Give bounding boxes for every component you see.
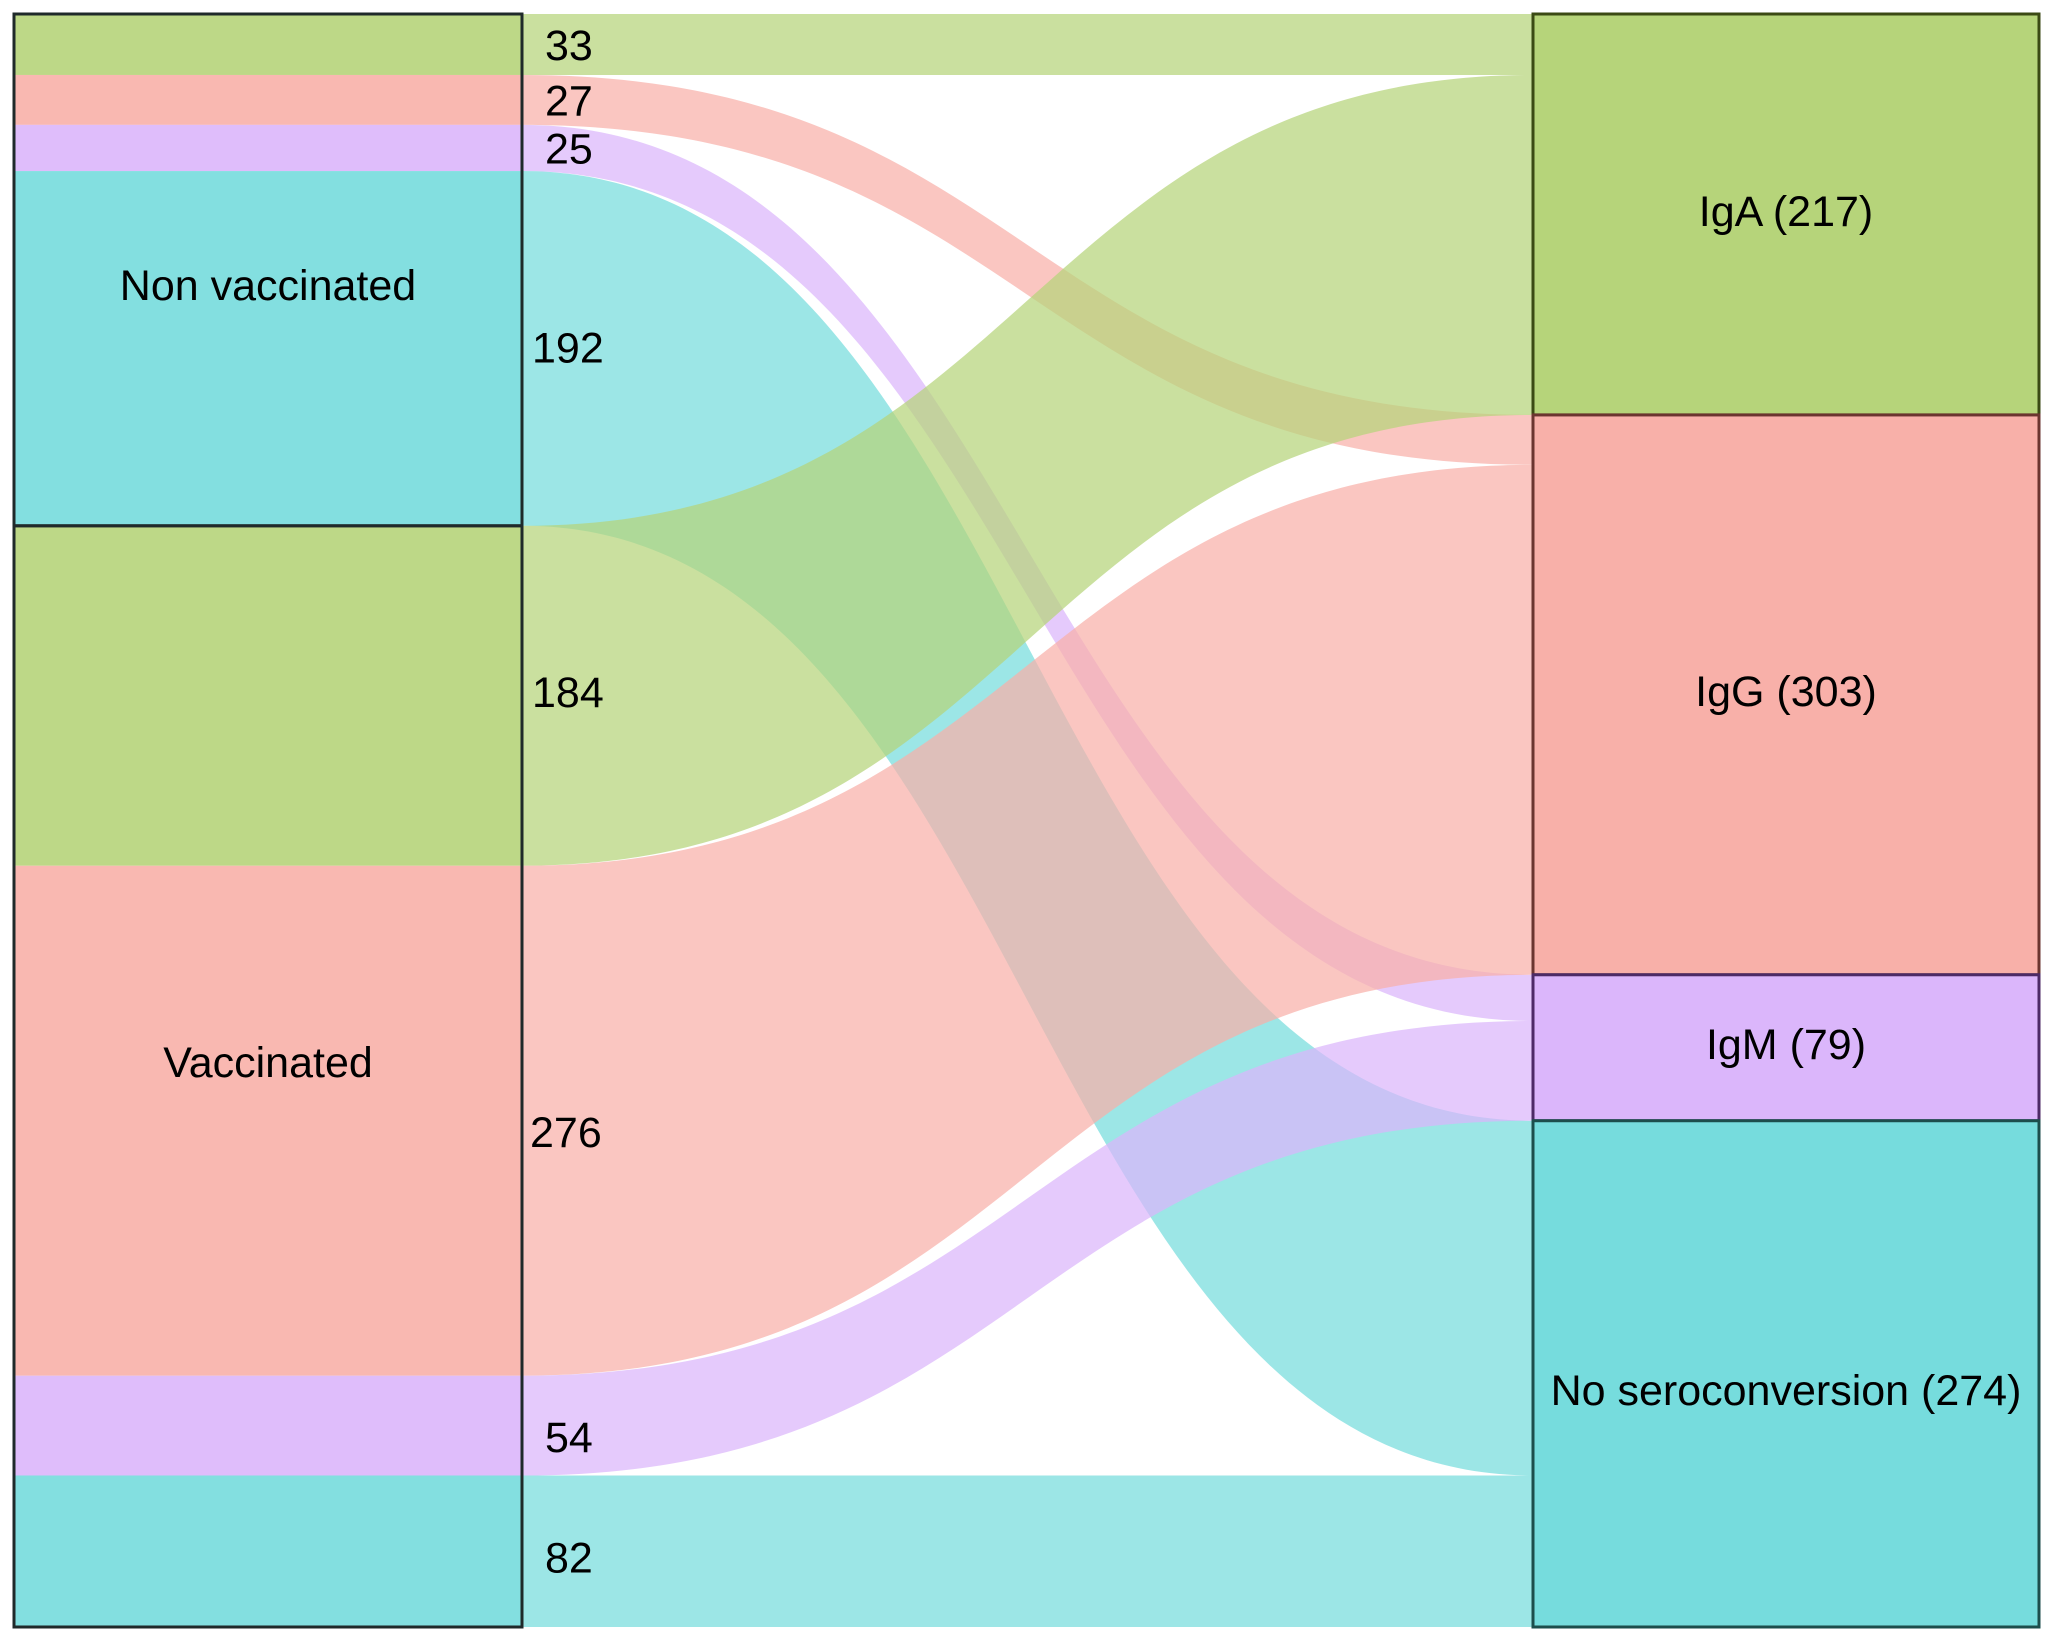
flow-value-vax-none: 82 — [545, 1535, 593, 1583]
source-segment-vax-igg — [14, 865, 522, 1376]
target-node-none — [1531, 1119, 2041, 1629]
target-label-igg: IgG (303) — [1695, 668, 1877, 716]
target-node-igg — [1531, 413, 2041, 977]
target-label-iga: IgA (217) — [1699, 188, 1874, 236]
source-node-vax — [12, 524, 524, 1629]
flow-vax-to-none — [522, 1475, 1533, 1627]
flow-vax-to-iga — [522, 74, 1533, 866]
flow-nonvax-to-igg — [522, 74, 1533, 465]
source-label-non-vaccinated: Non vaccinated — [120, 262, 416, 310]
target-label-igm: IgM (79) — [1706, 1021, 1866, 1069]
source-segment-nonvax-igm — [14, 124, 522, 172]
flow-value-vax-igm: 54 — [545, 1414, 593, 1462]
source-segment-nonvax-none — [14, 171, 522, 526]
source-segment-nonvax-igg — [14, 74, 522, 125]
node-layer — [12, 12, 2041, 1629]
flow-value-vax-igg: 276 — [530, 1109, 602, 1157]
source-segment-vax-iga — [14, 525, 522, 866]
source-segment-vax-igm — [14, 1375, 522, 1476]
flow-value-vax-iga: 184 — [532, 669, 604, 717]
flow-value-nonvax-iga: 33 — [545, 22, 593, 70]
flow-vax-to-igm — [522, 1020, 1533, 1476]
source-segment-vax-none — [14, 1475, 522, 1627]
flow-nonvax-to-iga — [522, 14, 1533, 75]
target-label-none: No seroconversion (274) — [1551, 1367, 2022, 1415]
source-label-vaccinated: Vaccinated — [163, 1039, 373, 1087]
target-node-igm — [1531, 973, 2041, 1123]
flow-vax-to-igg — [522, 464, 1533, 1376]
flow-value-nonvax-igm: 25 — [545, 125, 593, 173]
flow-value-nonvax-none: 192 — [532, 324, 604, 372]
target-node-iga — [1531, 12, 2041, 417]
flow-layer — [522, 14, 1533, 1627]
flow-value-nonvax-igg: 27 — [545, 77, 593, 125]
source-segment-nonvax-iga — [14, 14, 522, 75]
